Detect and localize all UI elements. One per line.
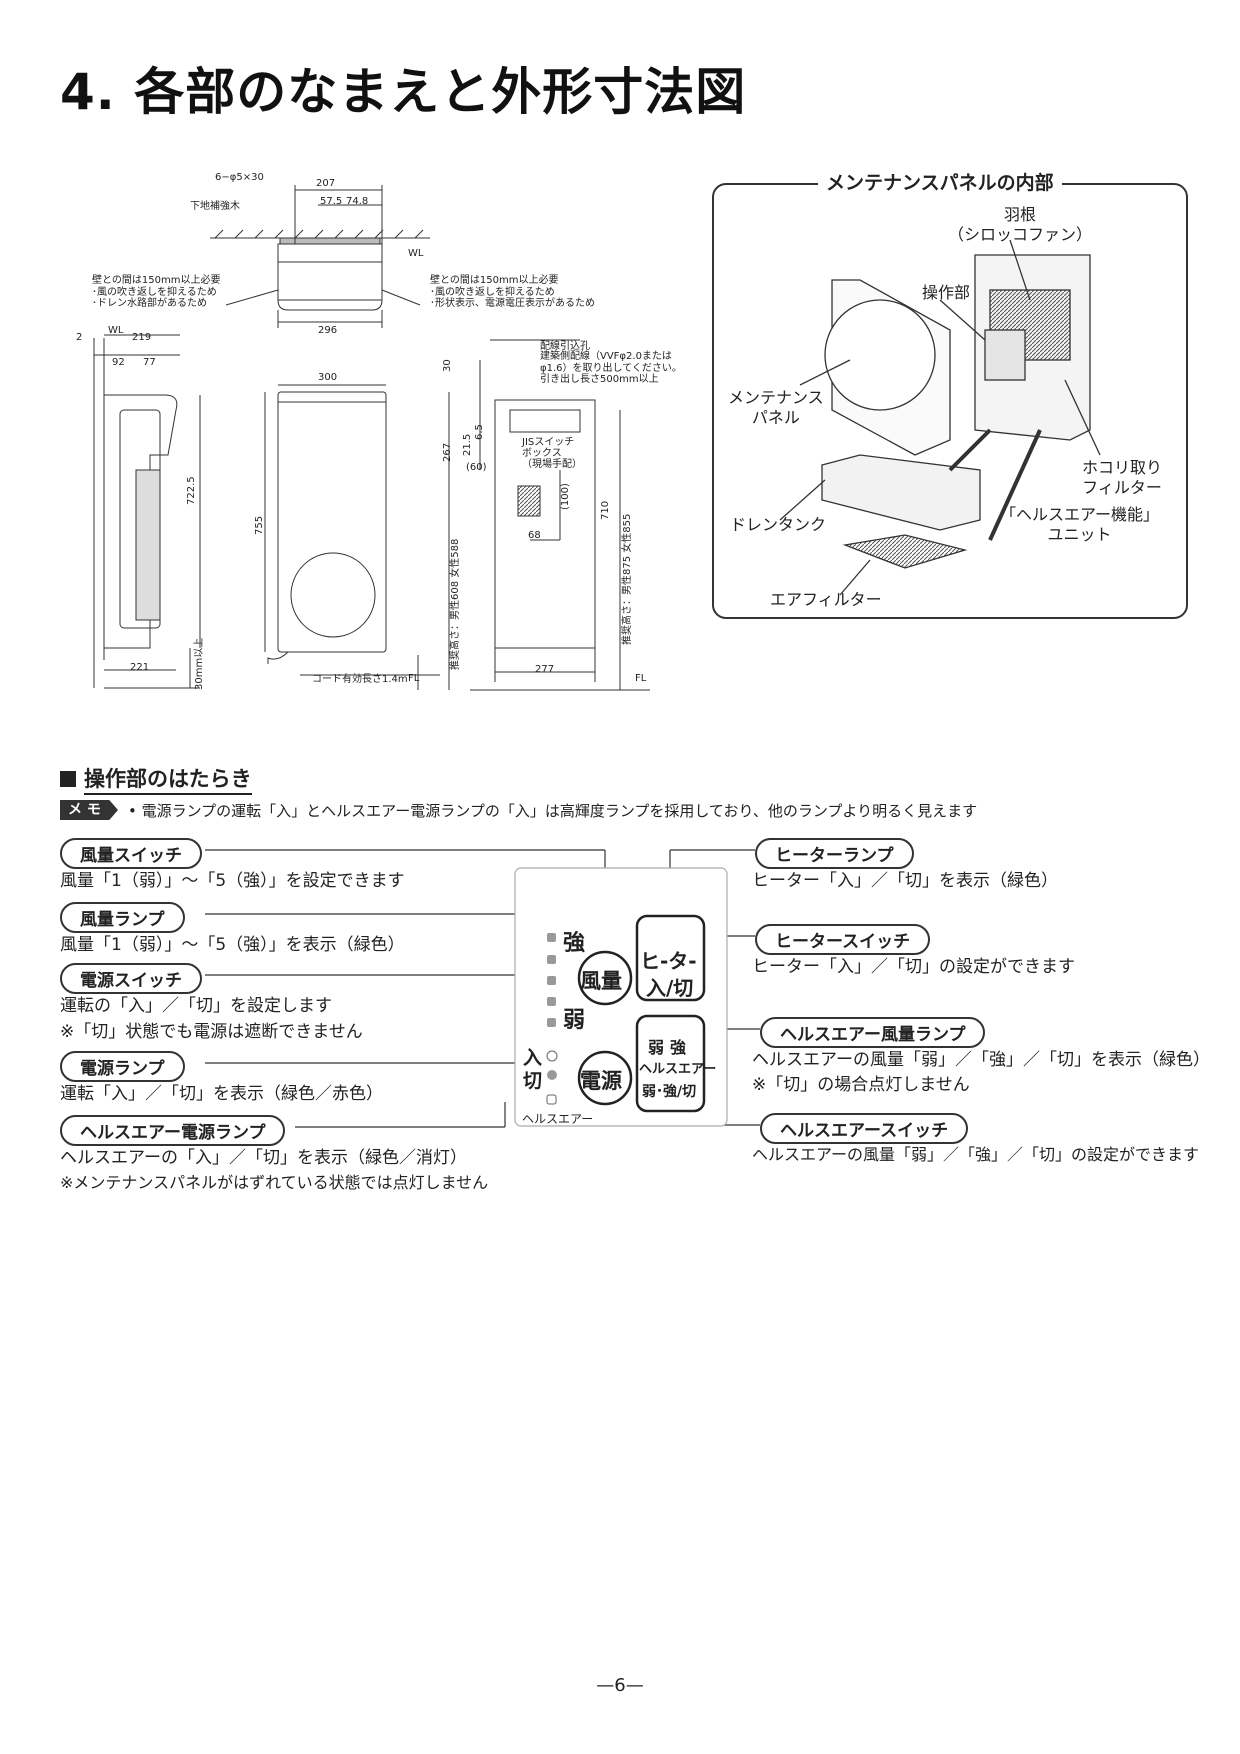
page-title: 4. 各部のなまえと外形寸法図 [60,63,747,121]
power-switch-label: 電源スイッチ [60,963,202,994]
dim-207: 207 [316,178,336,189]
fl-label-left: FL [408,673,420,684]
fan-speed-switch[interactable]: 風量 [580,969,622,993]
dust-filter-label: ホコリ取り フィルター [1082,458,1163,497]
health-air-switch-line1[interactable]: ヘルスエアー [639,1062,717,1077]
fan-speed-lamp-label: 風量ランプ [60,902,185,933]
maintenance-panel-label: メンテナンス パネル [728,388,824,427]
health-air-power-lamp-note: ※メンテナンスパネルがはずれている状態では点灯しません [60,1173,489,1192]
fan-speed-switch-desc: 風量「1（弱）」～「5（強）」を設定できます [60,871,405,891]
heater-switch-line1[interactable]: ヒ-タ- [640,949,697,973]
fan-label: 羽根 （シロッコファン） [948,205,1093,244]
dim-74: 74.8 [346,196,369,207]
air-filter-label: エアフィルター [770,590,882,609]
dim-92: 92 [112,357,125,368]
dim-2: 2 [76,332,83,343]
health-air-fan-lamp-note: ※「切」の場合点灯しません [752,1075,970,1095]
dim-77: 77 [143,357,156,368]
health-air-switch-label: ヘルスエアースイッチ [760,1113,969,1144]
health-air-weak-label: 弱 [648,1038,665,1057]
wl-label-top: WL [408,248,424,259]
heater-switch-label: ヒータースイッチ [755,924,931,955]
power-off-label: 切 [523,1070,543,1092]
health-air-unit-label: 「ヘルスエアー機能」 ユニット [1000,505,1160,544]
reinforce-label: 下地補強木 [190,201,240,212]
health-air-fan-lamp-label: ヘルスエアー風量ランプ [760,1017,986,1048]
dim-219: 219 [132,332,152,343]
health-air-switch-line2[interactable]: 弱･強/切 [642,1084,697,1100]
dim-300: 300 [318,372,338,383]
strong-label: 強 [563,931,586,956]
dim-221: 221 [130,662,150,673]
fl-label-right: FL [635,673,647,684]
dim-57: 57.5 [320,196,343,207]
fan-speed-switch-label: 風量スイッチ [60,838,202,869]
dim-277: 277 [535,664,555,675]
power-switch-note: ※「切」状態でも電源は遮断できません [60,1022,363,1042]
heater-lamp-desc: ヒーター「入」／「切」を表示（緑色） [752,871,1058,891]
heading-square-icon [60,771,76,787]
power-lamp-desc: 運転「入」／「切」を表示（緑色／赤色） [60,1084,383,1104]
memo-text: • 電源ランプの運転「入」とヘルスエアー電源ランプの「入」は高輝度ランプを採用し… [128,802,978,820]
control-unit-label: 操作部 [922,283,971,302]
power-switch[interactable]: 電源 [580,1069,622,1093]
section-heading: 操作部のはたらき [60,763,252,795]
wall-note-right: 壁との間は150mm以上必要 ･風の吹き返しを抑えるため ･形状表示、電源電圧表… [430,275,595,309]
heater-lamp-label: ヒーターランプ [755,838,914,869]
page-number: —6— [596,1675,644,1696]
wiring-hole-label: 配線引込孔 [540,341,590,352]
holes-label: 6−φ5×30 [215,172,264,183]
wiring-note: 建築側配線（VVFφ2.0または φ1.6）を取り出してください。 引き出し長さ… [540,351,682,385]
health-air-switch-desc: ヘルスエアーの風量「弱」／「強」／「切」の設定ができます [752,1145,1200,1164]
dim-68: 68 [528,530,541,541]
health-air-lamp-label: ヘルスエアー [522,1112,594,1126]
maintenance-panel-title: メンテナンスパネルの内部 [818,168,1062,195]
health-air-fan-lamp-desc: ヘルスエアーの風量「弱」／「強」／「切」を表示（緑色） [752,1050,1210,1070]
power-on-label: 入 [523,1047,543,1069]
heater-switch-line2[interactable]: 入/切 [646,976,694,1000]
health-air-strong-label: 強 [670,1038,687,1057]
cord-label: コード有効長さ1.4m [312,674,408,685]
drain-tank-label: ドレンタンク [730,515,827,534]
heater-switch-desc: ヒーター「入」／「切」の設定ができます [752,957,1075,977]
power-switch-desc: 運転の「入」／「切」を設定します [60,996,332,1016]
jis-box-label: JISスイッチ ボックス （現場手配） [522,437,582,470]
dim-296: 296 [318,325,338,336]
power-lamp-label: 電源ランプ [60,1051,185,1082]
health-air-power-lamp-desc: ヘルスエアーの「入」／「切」を表示（緑色／消灯） [60,1148,467,1168]
dim-60: (60) [466,462,487,473]
fan-speed-lamp-desc: 風量「1（弱）」～「5（強）」を表示（緑色） [60,935,405,955]
wall-note-left: 壁との間は150mm以上必要 ･風の吹き返しを抑えるため ･ドレン水路部があるた… [92,275,221,309]
health-air-power-lamp-label: ヘルスエアー電源ランプ [60,1115,286,1146]
weak-label: 弱 [563,1008,586,1033]
memo-badge: メ モ [60,800,118,820]
wl-label-side: WL [108,325,124,336]
